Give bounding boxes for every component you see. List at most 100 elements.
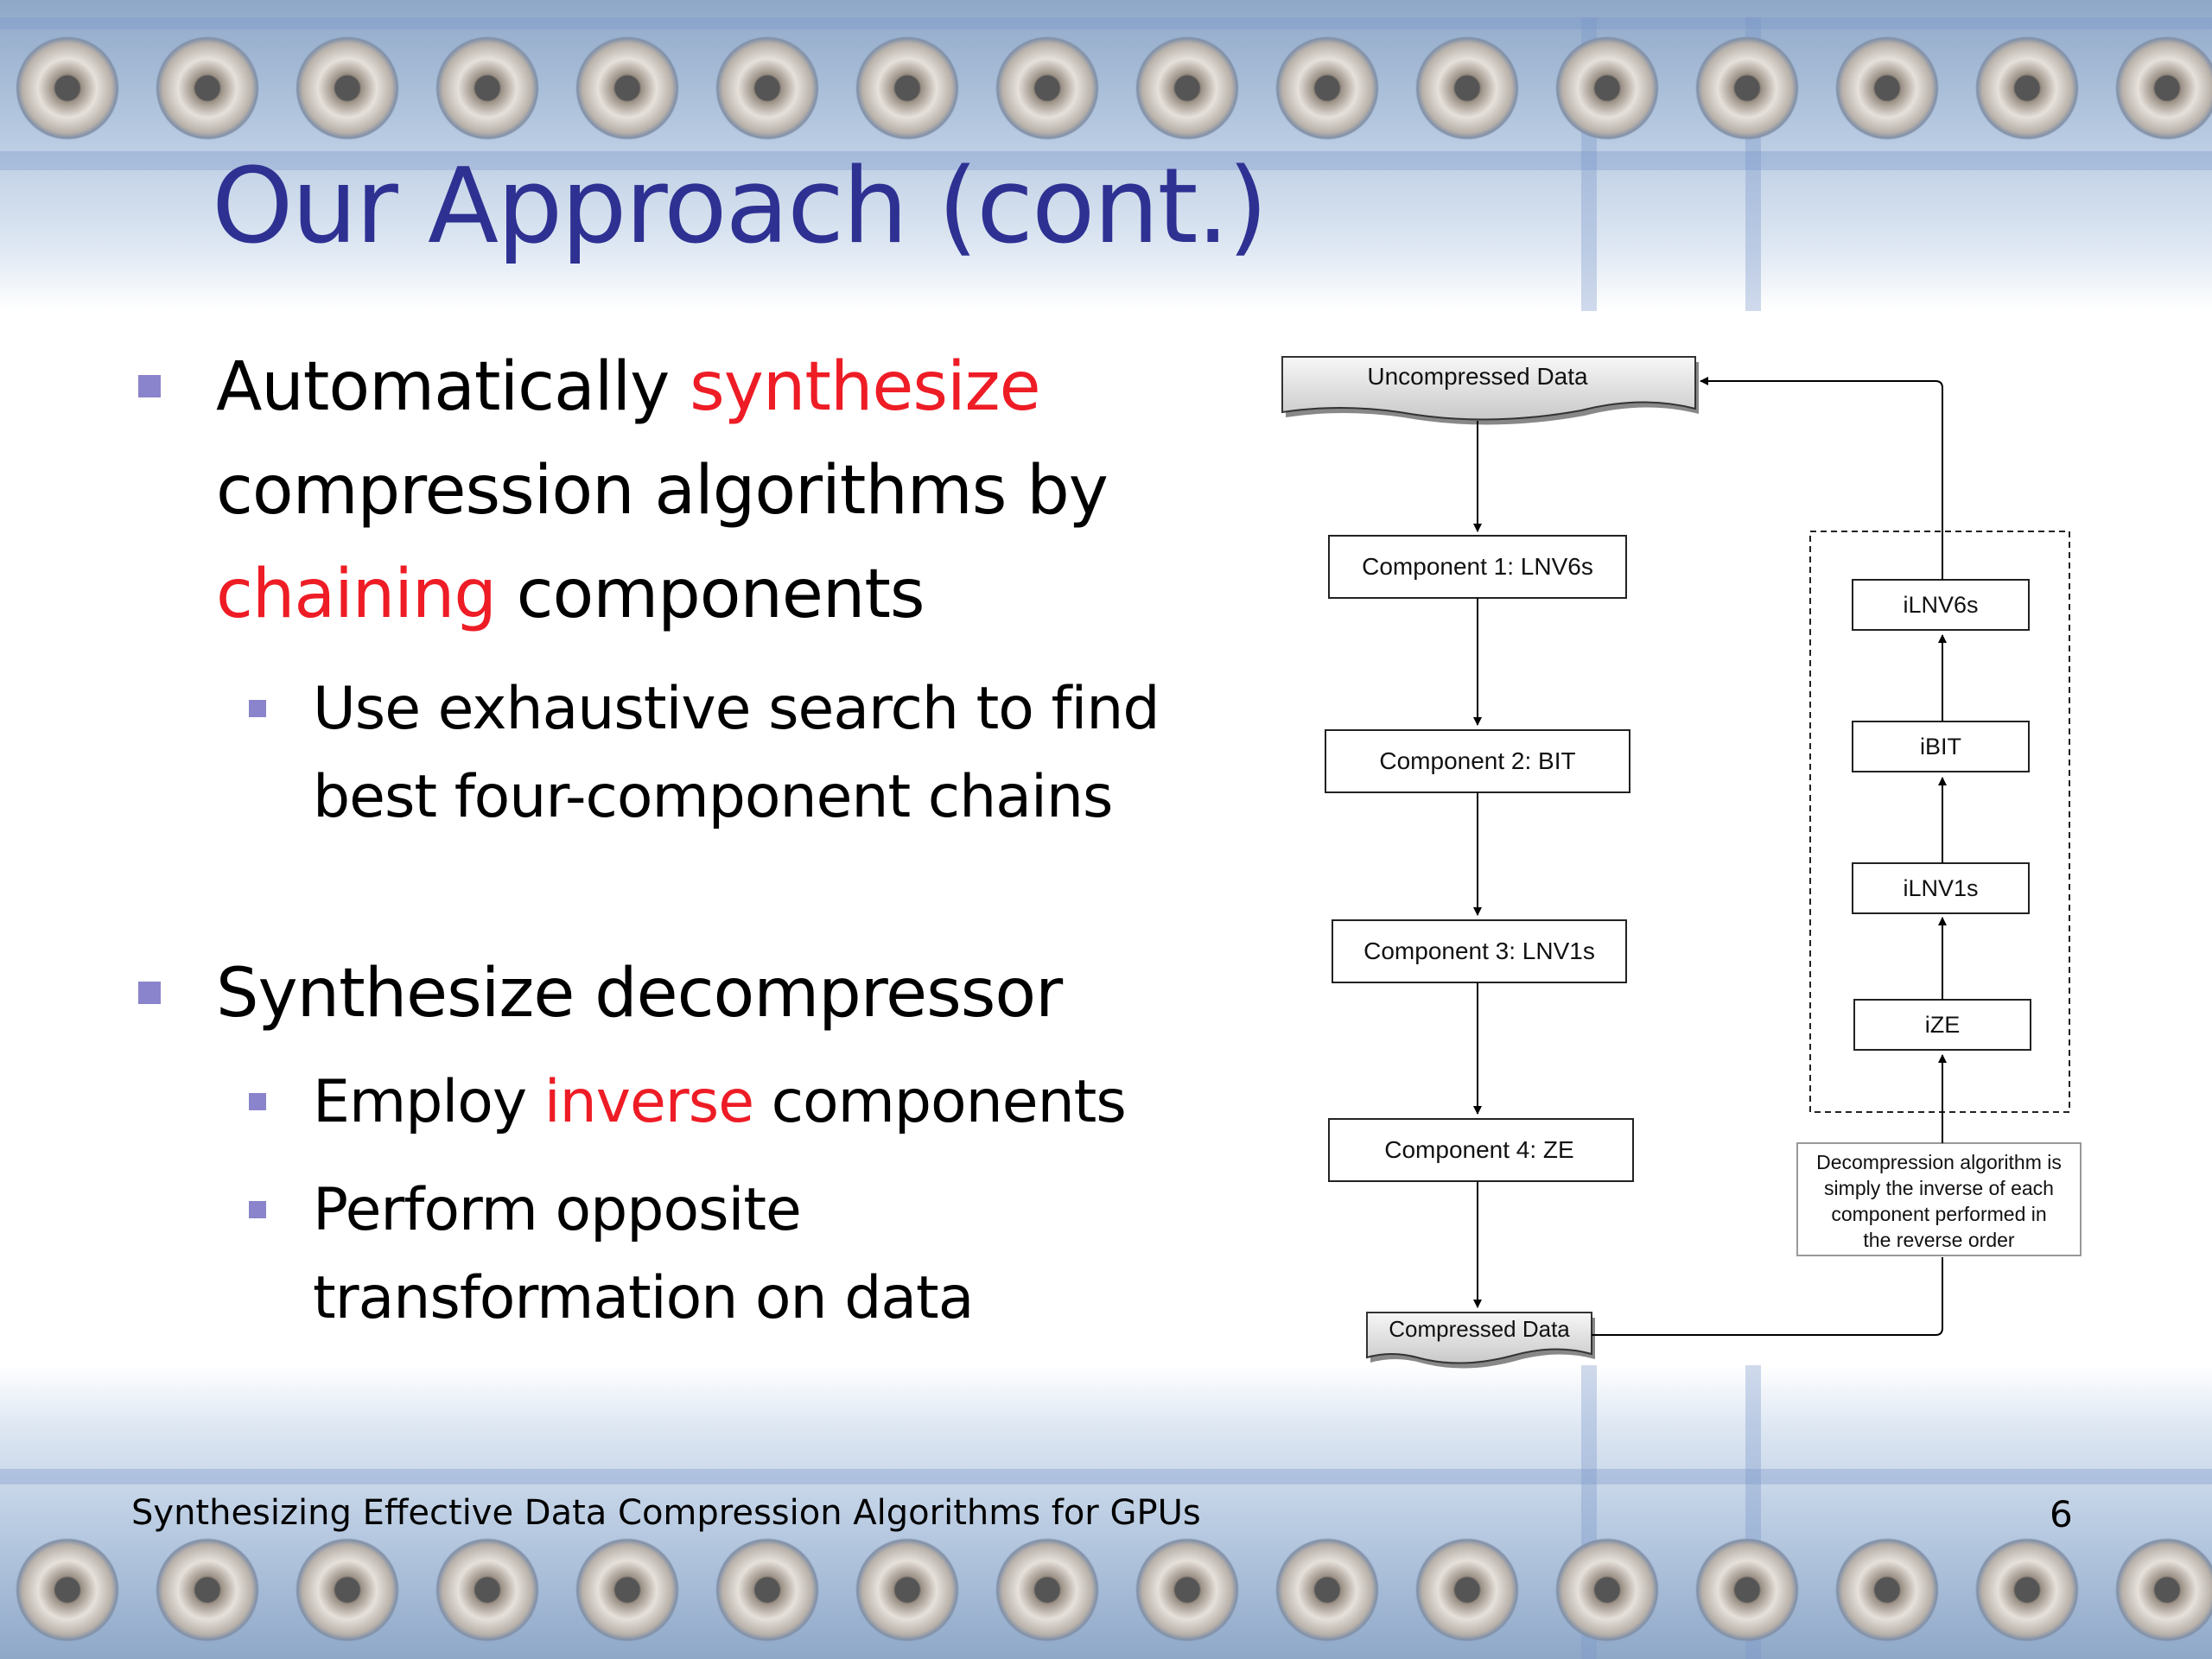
solder-pad-icon [435,1538,539,1642]
solder-pad-icon [995,36,1099,140]
solder-pad-icon [2115,1538,2212,1642]
bullet-line: Perform opposite [313,1166,1263,1255]
inverse-lnv1s-box: iLNV1s [1852,862,2030,914]
note-line: the reverse order [1863,1229,2014,1251]
component-2-label: Component 2: BIT [1379,747,1575,774]
compressed-data-node: Compressed Data [1366,1312,1595,1369]
uncompressed-data-label: Uncompressed Data [1367,363,1588,390]
page-number: 6 [2050,1493,2073,1535]
bullet-text: Use exhaustive search to find [313,675,1160,743]
bullet-line: Use exhaustive search to find [313,665,1263,753]
inverse-ze-box: iZE [1853,999,2031,1051]
bullet-text: transformation on data [313,1264,974,1332]
header-background [0,0,2212,311]
component-4-label: Component 4: ZE [1384,1136,1573,1163]
bullet-text: Synthesize decompressor [216,955,1063,1033]
return-arrow [1700,377,1943,580]
inverse-lnv6s-label: iLNV6s [1903,592,1978,618]
bullet-line: Automatically synthesize [216,335,1253,439]
highlighted-text: synthesize [690,348,1040,426]
component-4-box: Component 4: ZE [1328,1118,1634,1182]
bullet-line: compression algorithms by [216,439,1253,543]
sub-bullet-item: Employ inverse components [249,1058,1263,1147]
solder-pad-icon [575,1538,679,1642]
sub-bullet-item: Perform opposite transformation on data [249,1166,1263,1343]
slide-title: Our Approach (cont.) [212,147,1268,267]
solder-pad-icon [855,36,959,140]
solder-pad-icon [16,1538,119,1642]
solder-pad-icon [156,1538,259,1642]
bullet-line: best four-component chains [313,753,1263,842]
solder-pad-icon [1415,36,1519,140]
inverse-lnv6s-box: iLNV6s [1852,579,2030,631]
footer-background [0,1365,2212,1659]
solder-pad-icon [1835,36,1939,140]
solder-pad-icon [1555,36,1659,140]
circuit-trace [0,1469,2212,1484]
solder-pad-icon [1275,1538,1379,1642]
component-3-label: Component 3: LNV1s [1363,938,1595,964]
bullet-text: Employ [313,1068,544,1136]
solder-pad-icon [1415,1538,1519,1642]
bullet-line: transformation on data [313,1255,1263,1343]
note-line: component performed in [1831,1203,2046,1225]
highlighted-text: inverse [543,1068,754,1136]
bullet-text: components [753,1068,1127,1136]
solder-pad-icon [296,1538,399,1642]
solder-pad-icon [1975,36,2079,140]
bullet-text: best four-component chains [313,763,1113,831]
bullet-text: Automatically [216,348,690,426]
note-line: Decompression algorithm is [1816,1151,2062,1173]
note-line: simply the inverse of each [1824,1177,2054,1199]
bullet-text: Perform opposite [313,1176,802,1244]
bullet-line: Synthesize decompressor [216,942,1253,1046]
solder-pad-icon [1695,36,1799,140]
solder-pad-icon [715,36,819,140]
sub-bullet-item: Use exhaustive search to find best four-c… [249,665,1263,842]
component-2-box: Component 2: BIT [1325,729,1630,793]
solder-pad-icon [156,36,259,140]
solder-pad-icon [1975,1538,2079,1642]
highlighted-text: chaining [216,556,497,633]
bullet-marker-icon [249,1093,266,1110]
decompressor-group [1809,531,2070,1113]
bullet-text: compression algorithms by [216,452,1109,530]
decompression-note: Decompression algorithm is simply the in… [1796,1142,2082,1256]
circuit-trace [0,17,2212,29]
solder-pad-icon [1275,36,1379,140]
inverse-bit-label: iBIT [1920,734,1961,760]
component-3-box: Component 3: LNV1s [1332,919,1627,983]
slide-footer: Synthesizing Effective Data Compression … [131,1493,1201,1533]
solder-pad-icon [1835,1538,1939,1642]
bullet-marker-icon [138,375,161,397]
solder-pad-icon [2115,36,2212,140]
solder-pad-icon [16,36,119,140]
bullet-line: chaining components [216,543,1253,646]
component-1-box: Component 1: LNV6s [1328,535,1627,599]
solder-pad-icon [855,1538,959,1642]
inverse-bit-box: iBIT [1852,721,2030,772]
solder-pad-icon [575,36,679,140]
bullet-text: components [495,556,925,633]
compressed-data-label: Compressed Data [1389,1316,1570,1342]
inverse-lnv1s-label: iLNV1s [1903,875,1978,901]
component-1-label: Component 1: LNV6s [1362,553,1593,580]
solder-pad-icon [296,36,399,140]
return-path [1592,1257,1943,1336]
bullet-item: Synthesize decompressor [138,942,1253,1046]
bullet-line: Employ inverse components [313,1058,1263,1147]
solder-pad-icon [1135,1538,1239,1642]
uncompressed-data-node: Uncompressed Data [1281,356,1699,425]
solder-pad-icon [1695,1538,1799,1642]
circuit-trace [0,151,2212,170]
bullet-marker-icon [249,700,266,717]
inverse-ze-label: iZE [1925,1012,1961,1038]
solder-pad-icon [1135,36,1239,140]
solder-pad-icon [435,36,539,140]
bullet-marker-icon [138,982,161,1004]
bullet-marker-icon [249,1201,266,1218]
bullet-item: Automatically synthesize compression algo… [138,335,1253,646]
compression-flowchart: Uncompressed Data Component 1: LNV6s Com… [1281,356,2082,1369]
solder-pad-icon [1555,1538,1659,1642]
solder-pad-icon [995,1538,1099,1642]
